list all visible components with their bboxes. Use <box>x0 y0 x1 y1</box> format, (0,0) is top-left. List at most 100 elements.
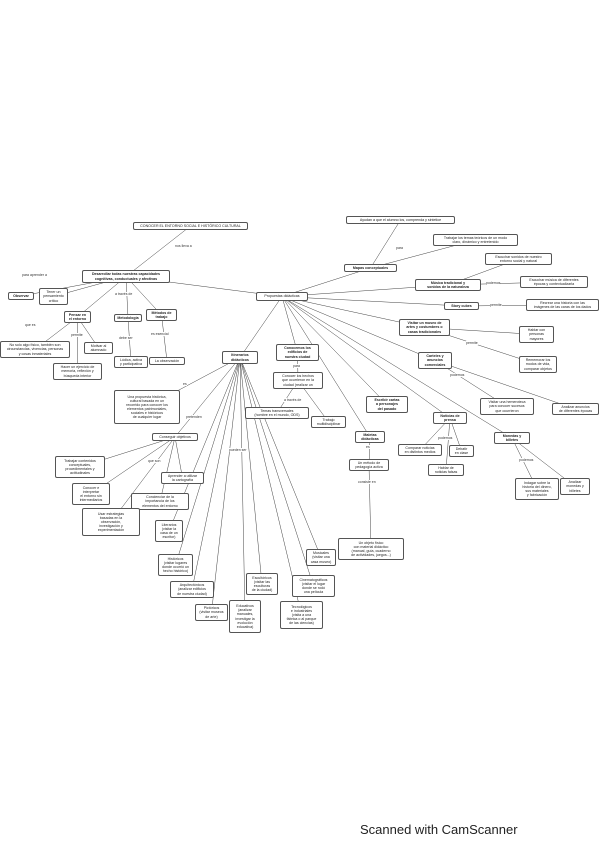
concept-node-literarios: Literarios (visitar la casa de un escrit… <box>155 520 183 542</box>
concept-node-observar: Observar <box>8 292 34 300</box>
concept-node-cinematograficos: Cinematográficos (visitar el lugar donde… <box>292 575 335 597</box>
concept-node-desarrollar: Desarrollar todas nuestras capacidades c… <box>82 270 170 283</box>
connector-propuestas-story <box>281 296 462 307</box>
concept-node-itinerarios: Itinerarios didácticos <box>222 351 258 364</box>
edge-label-l_atraves: a través de <box>115 292 133 296</box>
edge-label-l_que: que es <box>25 323 36 327</box>
connector-itinerarios-educativos <box>239 357 246 617</box>
connector-noticias-falsas <box>445 417 451 471</box>
concept-node-hablar: Hablar con personas mayores <box>519 326 554 343</box>
edge-label-l_tiene: nos lleva a <box>175 244 192 248</box>
concept-node-musicales: Musicales (visitar una casa museo) <box>306 549 336 566</box>
connector-propuestas-conocemos <box>281 296 298 353</box>
concept-node-pictoricos: Pictóricos (visitar museos de arte) <box>195 604 228 621</box>
concept-node-metodo_activo: Un método de pedagogía activa <box>349 459 389 471</box>
edge-label-l_consiste: consiste en <box>358 480 376 484</box>
concept-node-root: CONOCER EL ENTORNO SOCIAL E HISTÓRICO CU… <box>133 222 248 230</box>
connector-propuestas-monedas <box>281 296 513 439</box>
concept-node-propuesta_hist: Una propuesta histórica, cultural basada… <box>114 390 180 424</box>
concept-node-motivar: Motivar al alumnado <box>84 342 113 354</box>
concept-node-metodologia: Metodología <box>114 314 142 322</box>
edge-label-l_podemos2: podemos <box>450 373 465 377</box>
concept-node-cartografia: Aprender a utilizar la cartografía <box>161 472 204 484</box>
concept-node-comparar_noticias: Comparar noticias en distintos medios <box>398 444 442 456</box>
concept-node-pensar: Pensar en el entorno <box>64 311 91 323</box>
concept-node-sonidos: Escuchar sonidos de nuestro entorno soci… <box>485 253 552 265</box>
connector-itinerarios-tecnologicos <box>239 357 302 616</box>
concept-node-concienciar: Concienciar de la importancia de los ele… <box>131 493 189 510</box>
concept-node-monedas: Monedas y billetes <box>494 432 530 444</box>
edge-label-l_podemos4: podemos <box>519 458 534 462</box>
concept-node-transversales: Temas transversales (hombre en el mundo,… <box>245 407 309 419</box>
connector-mapas-ayudan <box>370 219 401 269</box>
connector-propuestas-noticias <box>281 296 451 419</box>
connector-conseguir-estrategias <box>110 436 176 523</box>
connector-itinerarios-conseguir <box>174 357 241 438</box>
concept-node-mapas: Mapas conceptuales <box>344 264 397 272</box>
connector-metodologia-ludica <box>127 317 132 363</box>
edge-label-l_debeser: debe ser <box>119 336 133 340</box>
edge-label-l_queson: que son <box>148 459 161 463</box>
concept-node-historicos: Históricos (visitar lugares donde ocurri… <box>158 554 193 576</box>
concept-node-propuestas: Propuestas didácticas <box>256 292 308 301</box>
concept-node-rememorar: Rememorar los modos de vida, comparar ob… <box>519 356 557 373</box>
concept-node-tecnologicos: Tecnológicos e industriales (visita a un… <box>280 601 323 629</box>
edge-label-l_para3: para <box>396 246 404 250</box>
concept-node-ludica: Lúdica, activa y participativa <box>114 356 148 368</box>
connector-desarrollar-pensar <box>77 276 127 318</box>
concept-node-analizar_monedas: Analizar monedas y billetes <box>560 478 590 495</box>
concept-node-indagar: Indagar sobre la historia del dinero, su… <box>515 478 559 500</box>
edge-label-l_podemos: podemos <box>486 281 501 285</box>
connector-desarrollar-metodologia <box>125 276 129 319</box>
concept-node-observacion: La observación <box>149 357 185 365</box>
concept-node-arquitectonicos: Arquitectónicos (analizar edificios de n… <box>170 581 214 598</box>
connector-conseguir-concienciar <box>159 436 176 502</box>
concept-node-historia_dados: Recrear una historia con las imágenes de… <box>526 299 599 311</box>
concept-node-multidisciplinar: Trabajo multidisciplinar <box>311 416 346 428</box>
concept-node-ayudan: Ayudan a que el alumno los, comprenda y … <box>346 216 455 224</box>
connector-itinerarios-escultoricos <box>239 357 263 585</box>
connector-itinerarios-arquitectonicos <box>191 357 241 590</box>
edge-label-l_podemos3: podemos <box>438 436 453 440</box>
concept-node-debatir: Debatir en clase <box>449 445 474 457</box>
concept-node-anuncios: Analizar anuncios de diferentes épocas <box>552 403 599 415</box>
connector-itinerarios-musicales <box>239 357 322 558</box>
concept-node-metodos: Métodos de trabajo <box>146 309 177 321</box>
edge-label-l_atraves2: a través de <box>284 398 302 402</box>
concept-node-conseguir: Conseguir objetivos <box>152 433 198 441</box>
concept-node-contenidos: Trabajar contenidos conceptuales, proced… <box>55 456 105 478</box>
concept-node-conocemos: Conocemos los edificios de nuestra ciuda… <box>276 344 319 361</box>
connector-root-desarrollar <box>125 225 191 277</box>
edge-label-l_pretenden: pretenden <box>186 415 202 419</box>
concept-node-hechos: Conocer los hechos que ocurrieron en la … <box>273 372 323 389</box>
concept-node-estrategias: Usar estrategias basadas en la observaci… <box>82 508 140 536</box>
concept-node-musica: Música tradicional y sonidos de la natur… <box>415 279 481 291</box>
connector-propuestas-maletas <box>281 296 371 438</box>
connector-itinerarios-pictoricos <box>211 357 241 613</box>
edge-label-l_esesencial: es esencial <box>151 332 169 336</box>
concept-node-noticias: Noticias de prensa <box>433 412 467 424</box>
edge-label-l_para2: para <box>293 364 301 368</box>
concept-node-hemeroteca: Visitar una hemeroteca para conocer suce… <box>480 398 534 415</box>
concept-node-carteles: Carteles y anuncios comerciales <box>418 352 452 369</box>
concept-node-ejercicio: Hacer un ejercicio de memoria, reflexión… <box>53 363 102 380</box>
concept-node-critico: Tener un pensamiento crítico <box>39 288 68 305</box>
concept-node-museo: Visitar un museo de artes y costumbres o… <box>399 319 450 336</box>
concept-node-objeto: Un objeto físico con material didáctico … <box>338 538 404 560</box>
edge-label-l_es2: es <box>366 445 370 449</box>
connector-carteles-anuncios <box>434 360 576 410</box>
edge-label-l_permite: permite <box>71 333 83 337</box>
concept-node-musica_epocas: Escuchar música de diferentes épocas y c… <box>520 276 588 288</box>
concept-node-teoricos: Trabajar los temas teóricos de un modo c… <box>433 234 518 246</box>
connector-itinerarios-historicos <box>175 357 241 566</box>
concept-node-falsas: Hablar de noticias falsas <box>428 464 464 476</box>
edge-label-l_para: para aprender a <box>22 273 47 277</box>
edge-label-l_permite2: permite <box>490 303 502 307</box>
scanner-watermark: Scanned with CamScanner <box>360 822 518 837</box>
connector-propuestas-itinerarios <box>239 296 283 358</box>
connector-metodo_activo-objeto <box>368 464 372 550</box>
concept-node-educativos: Educativos (analizar manuales, investiga… <box>229 600 261 633</box>
connector-propuestas-carteles <box>281 296 436 361</box>
concept-node-maletas: Maletas didácticas <box>355 431 385 443</box>
